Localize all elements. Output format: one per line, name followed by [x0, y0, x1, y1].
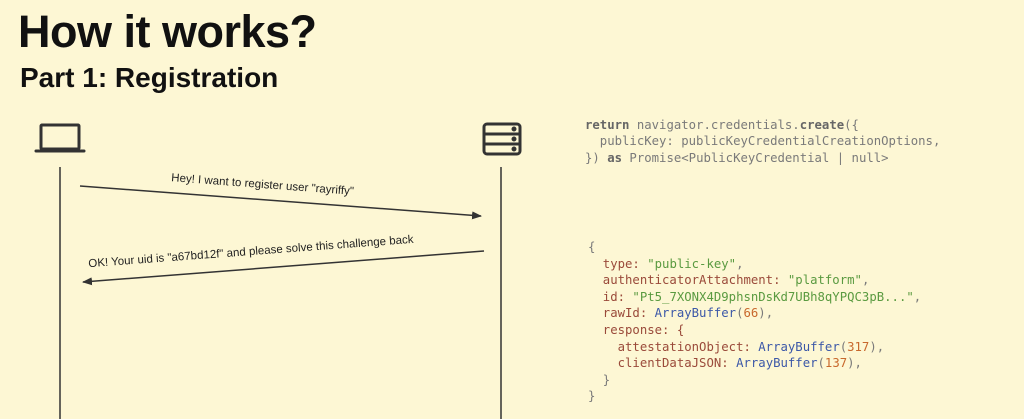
- server-icon: [482, 122, 522, 156]
- code-token: 317: [847, 339, 870, 354]
- credentials-create-code: return navigator.credentials.create({ pu…: [585, 117, 940, 166]
- code-token: {: [588, 240, 596, 254]
- code-token: "Pt5_7XONX4D9phsnDsKd7UBh8qYPQC3pB...": [632, 289, 914, 304]
- code-token: authenticatorAttachment:: [588, 273, 788, 288]
- code-token: }): [585, 150, 608, 165]
- code-token: "platform": [787, 273, 862, 288]
- code-token: response: {: [588, 322, 685, 337]
- code-token: "public-key": [647, 256, 737, 271]
- public-key-credential-code: { type: "public-key", authenticatorAttac…: [588, 240, 922, 404]
- slide-subtitle: Part 1: Registration: [20, 62, 279, 93]
- response-arrow: [82, 250, 485, 286]
- code-token: }: [588, 389, 596, 404]
- code-token: publicKey: publicKeyCredentialCreationOp…: [585, 134, 941, 149]
- code-token: ArrayBuffer: [736, 356, 818, 371]
- slide-title: How it works?: [18, 6, 317, 57]
- code-token: clientDataJSON:: [588, 356, 737, 371]
- code-token: ({: [844, 118, 859, 132]
- code-token: as: [607, 150, 623, 165]
- code-token: navigator.credentials.: [629, 118, 800, 132]
- code-token: rawId:: [588, 306, 655, 321]
- code-token: }: [588, 372, 611, 387]
- code-token: Promise<PublicKeyCredential | null>: [622, 150, 889, 165]
- request-arrow: [79, 185, 482, 220]
- code-token: ArrayBuffer: [758, 339, 840, 354]
- code-token: type:: [588, 256, 648, 271]
- code-token: return: [585, 118, 630, 132]
- code-token: 66: [743, 306, 759, 321]
- code-token: attestationObject:: [588, 339, 759, 354]
- code-token: ArrayBuffer: [654, 306, 737, 321]
- code-token: id:: [588, 289, 633, 304]
- code-token: create: [799, 118, 845, 132]
- code-token: 137: [824, 356, 848, 371]
- laptop-icon: [34, 123, 86, 153]
